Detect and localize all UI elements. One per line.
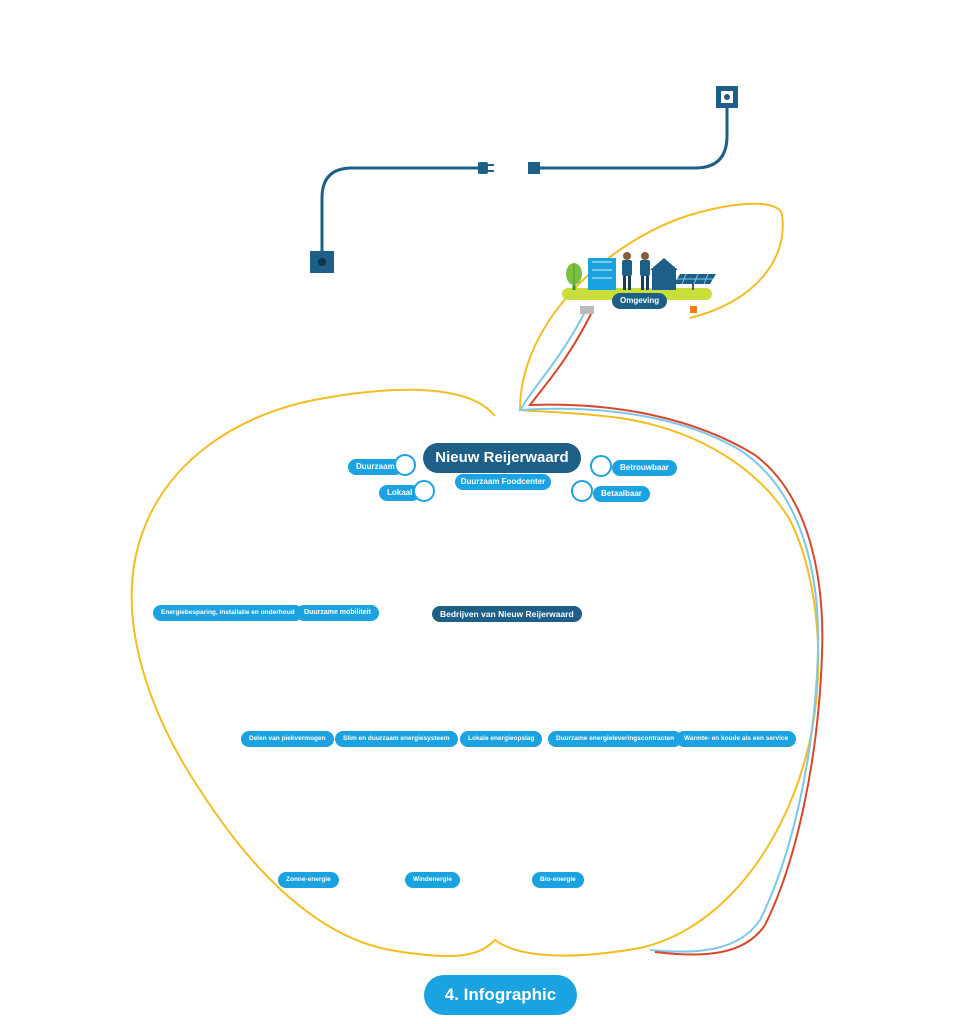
label-wind: Windenergie <box>405 872 460 888</box>
value-betrouwbaar: Betrouwbaar <box>612 460 677 476</box>
power-cable-left <box>310 162 494 273</box>
apple-outline-blue <box>518 311 820 953</box>
label-bio: Bio-energie <box>532 872 584 888</box>
plug-icon <box>478 162 494 174</box>
apple-outline-red <box>527 311 824 956</box>
label-mobiliteit: Duurzame mobiliteit <box>296 605 379 621</box>
medal-icon <box>394 454 416 476</box>
label-bedrijven: Bedrijven van Nieuw Reijerwaard <box>432 606 582 622</box>
value-betaalbaar: Betaalbaar <box>593 486 650 502</box>
label-piekvermogen: Delen van piekvermogen <box>241 731 334 747</box>
label-contracten: Duurzame energieleveringscontracten <box>548 731 683 747</box>
label-opslag: Lokale energieopslag <box>460 731 543 747</box>
page-title: Nieuw Reijerwaard <box>423 443 581 473</box>
label-zonne: Zonne-energie <box>278 872 339 888</box>
infographic-button[interactable]: 4. Infographic <box>424 975 577 1015</box>
label-energiesysteem: Slim en duurzaam energiesysteem <box>335 731 458 747</box>
label-omgeving: Omgeving <box>612 293 668 309</box>
value-duurzaam: Duurzaam <box>348 459 403 475</box>
power-cable-right <box>528 86 738 174</box>
page-subtitle: Duurzaam Foodcenter <box>455 474 551 490</box>
value-lokaal: Lokaal <box>379 485 421 501</box>
euro-icon <box>571 480 593 502</box>
label-warmte: Warmte- en koude als een service <box>676 731 797 747</box>
checklist-icon <box>590 455 612 477</box>
network-icon <box>413 480 435 502</box>
label-energiebesparing: Energiebesparing, installatie en onderho… <box>153 605 303 621</box>
apple-outline-yellow <box>130 202 820 958</box>
